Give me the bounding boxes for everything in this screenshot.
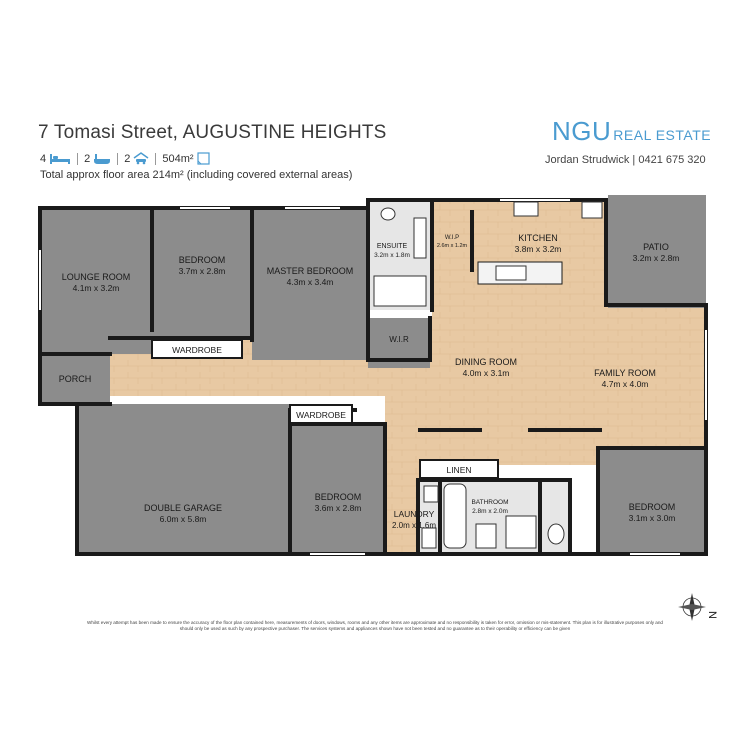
kitchen-size: 3.8m x 3.2m	[515, 244, 562, 254]
family-room-label: FAMILY ROOM	[594, 368, 656, 378]
master-bedroom-label: MASTER BEDROOM	[267, 266, 354, 276]
logo-main-text: NGU	[552, 116, 612, 146]
compass-icon: N	[678, 593, 718, 621]
bed-icon	[49, 152, 71, 164]
bedroom-3-size: 3.1m x 3.0m	[629, 513, 676, 523]
ensuite-size: 3.2m x 1.8m	[374, 252, 410, 259]
sink-icon	[495, 265, 527, 281]
stove-icon	[513, 201, 539, 217]
bedroom-1-label: BEDROOM	[179, 255, 226, 265]
washer-icon	[421, 527, 437, 549]
linen-label: LINEN	[446, 465, 471, 475]
shower-icon	[505, 515, 537, 549]
ensuite-label: ENSUITE	[377, 243, 408, 250]
bedroom-2-area	[290, 424, 385, 552]
agent-contact: Jordan Strudwick | 0421 675 320	[545, 154, 706, 166]
bedroom-2-size: 3.6m x 2.8m	[315, 503, 362, 513]
master-bedroom-size: 4.3m x 3.4m	[287, 277, 334, 287]
garage-count: 2	[124, 152, 131, 165]
laundry-label: LAUNDRY	[394, 509, 435, 519]
storage-boxes	[151, 339, 499, 479]
kitchen-label: KITCHEN	[518, 233, 558, 243]
wip-area	[432, 212, 472, 272]
lounge-room-area	[40, 208, 152, 354]
bedroom-count: 4	[40, 152, 47, 165]
bathtub-icon	[443, 483, 467, 549]
wip-label: W.I.P	[445, 235, 459, 241]
car-icon	[133, 152, 149, 165]
floor-area-note: Total approx floor area 214m² (including…	[40, 169, 353, 181]
porch-label: PORCH	[59, 374, 92, 384]
wardrobe-1-label: WARDROBE	[172, 345, 222, 355]
fridge-icon	[581, 201, 603, 219]
bathroom-label: BATHROOM	[471, 499, 508, 506]
compass-north-label: N	[706, 611, 718, 619]
bathroom-count: 2	[84, 152, 91, 165]
disclaimer-text: Whilst every attempt has been made to en…	[87, 620, 663, 631]
fixtures	[373, 201, 603, 549]
dining-room-size: 4.0m x 3.1m	[463, 368, 510, 378]
garage-size: 6.0m x 5.8m	[160, 514, 207, 524]
wip-size: 2.6m x 1.2m	[437, 243, 468, 249]
bathroom-size: 2.8m x 2.0m	[472, 508, 508, 515]
linen-box	[419, 459, 499, 479]
porch-area	[40, 354, 110, 404]
bath-icon	[93, 152, 111, 164]
master-bedroom-area	[252, 208, 368, 360]
room-labels: LOUNGE ROOM 4.1m x 3.2m BEDROOM 3.7m x 2…	[59, 233, 680, 530]
patio-size: 3.2m x 2.8m	[633, 253, 680, 263]
property-address: 7 Tomasi Street, AUGUSTINE HEIGHTS	[38, 122, 387, 143]
bedroom-1-area	[152, 208, 252, 338]
ensuite-toilet-icon	[380, 207, 396, 221]
bedroom-3-area	[598, 448, 706, 554]
wir-label: W.I.R	[389, 335, 409, 344]
logo-sub-text: REAL ESTATE	[613, 127, 712, 143]
patio-label: PATIO	[643, 242, 669, 252]
family-room-size: 4.7m x 4.0m	[602, 379, 649, 389]
land-icon	[196, 152, 210, 165]
laundry-tub-icon	[423, 485, 439, 503]
patio-area	[608, 195, 706, 308]
dining-room-label: DINING ROOM	[455, 357, 517, 367]
garage-area	[77, 404, 290, 554]
property-stats: 4 2 2 504m²	[40, 152, 210, 165]
wardrobe-2-label: WARDROBE	[296, 410, 346, 420]
garage-label: DOUBLE GARAGE	[144, 503, 222, 513]
wardrobe-2-box	[289, 404, 353, 424]
bedroom-2-label: BEDROOM	[315, 492, 362, 502]
laundry-size: 2.0m x 1.6m	[392, 521, 436, 530]
wardrobe-1-box	[151, 339, 243, 359]
basin-icon	[475, 523, 497, 549]
lounge-room-size: 4.1m x 3.2m	[73, 283, 120, 293]
lounge-room-label: LOUNGE ROOM	[62, 272, 131, 282]
bedroom-3-label: BEDROOM	[629, 502, 676, 512]
grey-rooms	[40, 195, 706, 554]
bedroom-1-size: 3.7m x 2.8m	[179, 266, 226, 276]
ensuite-vanity-icon	[413, 217, 427, 259]
land-area: 504m²	[162, 152, 194, 165]
windows	[39, 199, 707, 555]
ensuite-shower-icon	[373, 275, 427, 307]
toilet-icon	[547, 523, 565, 545]
